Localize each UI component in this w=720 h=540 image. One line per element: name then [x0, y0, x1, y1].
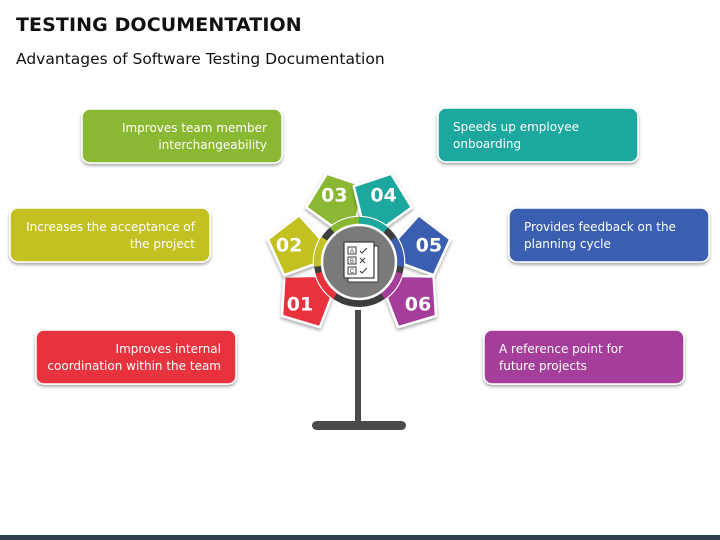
advantage-card-01 — [35, 329, 237, 385]
advantage-text-line: A reference point for — [499, 342, 623, 356]
petal-number: 01 — [287, 293, 313, 315]
petal-number: 06 — [405, 293, 431, 315]
petal-number: 02 — [276, 235, 302, 257]
hub-ring-segment — [330, 217, 359, 233]
hub-ring-segment — [314, 236, 328, 267]
hub-ring-segment — [390, 236, 404, 267]
hub-ring-segment — [380, 271, 403, 299]
checklist-icon: A B C — [343, 241, 379, 283]
advantage-text-line: coordination within the team — [47, 359, 221, 373]
petal-number: 03 — [321, 184, 347, 206]
advantage-card-03 — [81, 108, 283, 164]
page-subtitle: Advantages of Software Testing Documenta… — [16, 50, 385, 68]
advantage-card-02 — [9, 207, 211, 263]
advantage-text-line: Improves internal — [116, 342, 221, 356]
advantage-text-line: future projects — [499, 359, 587, 373]
checklist-letter: A — [350, 249, 354, 255]
page-title: TESTING DOCUMENTATION — [16, 14, 302, 36]
bottom-bar — [0, 535, 720, 540]
advantage-card-06 — [483, 329, 685, 385]
advantage-text-line: Speeds up employee — [453, 120, 579, 134]
petal-number: 05 — [416, 235, 442, 257]
center-hub: A B C — [314, 217, 404, 307]
advantage-text-line: planning cycle — [524, 237, 611, 251]
advantage-text-line: Improves team member — [122, 121, 267, 135]
stand-base — [312, 421, 406, 430]
advantage-text-line: Increases the acceptance of — [26, 220, 196, 234]
advantage-text-line: the project — [130, 237, 195, 251]
advantage-text-line: Provides feedback on the — [524, 220, 676, 234]
advantage-card-05 — [508, 207, 710, 263]
stand-pole — [355, 310, 361, 426]
hub-ring-segment — [315, 271, 338, 299]
advantage-text-line: interchangeability — [158, 138, 267, 152]
petal-number: 04 — [370, 184, 396, 206]
advantage-text-line: onboarding — [453, 137, 521, 151]
advantage-card-04 — [437, 107, 639, 163]
checklist-letter: B — [350, 259, 354, 265]
checklist-letter: C — [350, 269, 355, 275]
hub-ring-segment — [359, 217, 388, 233]
